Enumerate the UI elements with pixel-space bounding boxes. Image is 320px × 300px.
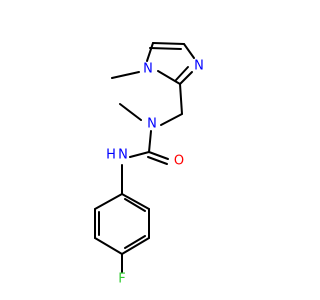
atom-label-n-urea-methyl: N xyxy=(147,117,157,132)
bond xyxy=(148,151,169,160)
bond xyxy=(147,156,168,165)
atom-label-n-imidazole-ring: N xyxy=(194,59,204,74)
bond xyxy=(94,237,123,255)
atom-label-o-carbonyl: O xyxy=(174,154,184,169)
atom-label-f: F xyxy=(118,272,125,287)
bond xyxy=(121,193,150,210)
bond xyxy=(111,71,140,79)
bond xyxy=(94,193,123,210)
bond xyxy=(157,70,181,85)
bond xyxy=(149,47,182,50)
bond xyxy=(179,83,183,115)
bond xyxy=(121,237,150,255)
bond xyxy=(129,151,150,158)
bond xyxy=(124,235,146,249)
bond xyxy=(152,42,185,45)
bond xyxy=(175,66,189,81)
bond xyxy=(146,42,154,62)
atom-label-h-amide: H xyxy=(106,148,116,163)
bond xyxy=(124,198,146,212)
bond xyxy=(119,103,142,121)
molecule-structure: N N N H N O F xyxy=(94,42,204,287)
bond xyxy=(160,113,183,126)
bond xyxy=(179,71,193,85)
bond xyxy=(148,130,152,153)
atom-label-n-amide: N xyxy=(118,148,128,163)
atom-label-n-imidazole-methyl: N xyxy=(143,62,153,77)
bond xyxy=(183,43,195,59)
